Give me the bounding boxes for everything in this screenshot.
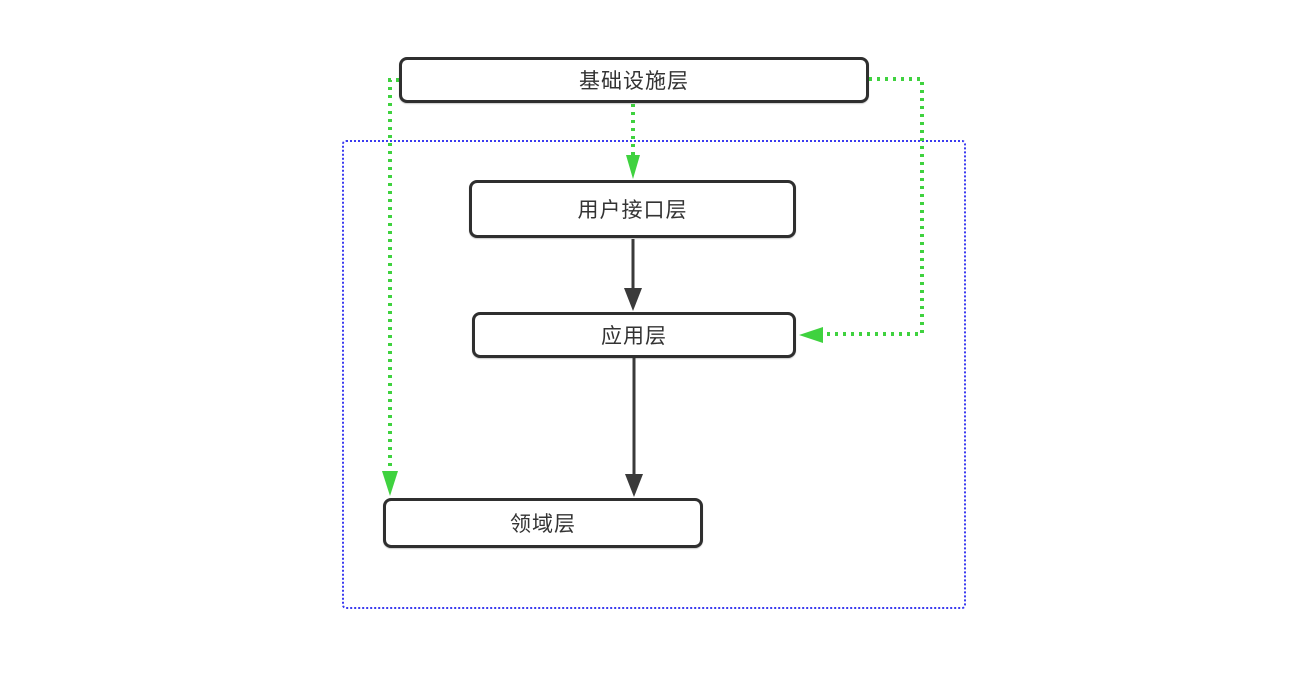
node-domain-layer[interactable]: 领域层 [383,498,703,548]
node-user-interface-layer-label: 用户接口层 [577,198,688,222]
node-application-layer[interactable]: 应用层 [472,312,796,358]
node-user-interface-layer[interactable]: 用户接口层 [469,180,796,238]
inner-layers-boundary [342,140,966,609]
node-application-layer-label: 应用层 [601,324,667,348]
node-infrastructure-layer-label: 基础设施层 [579,69,689,93]
node-domain-layer-label: 领域层 [510,512,576,536]
node-infrastructure-layer[interactable]: 基础设施层 [399,57,869,103]
